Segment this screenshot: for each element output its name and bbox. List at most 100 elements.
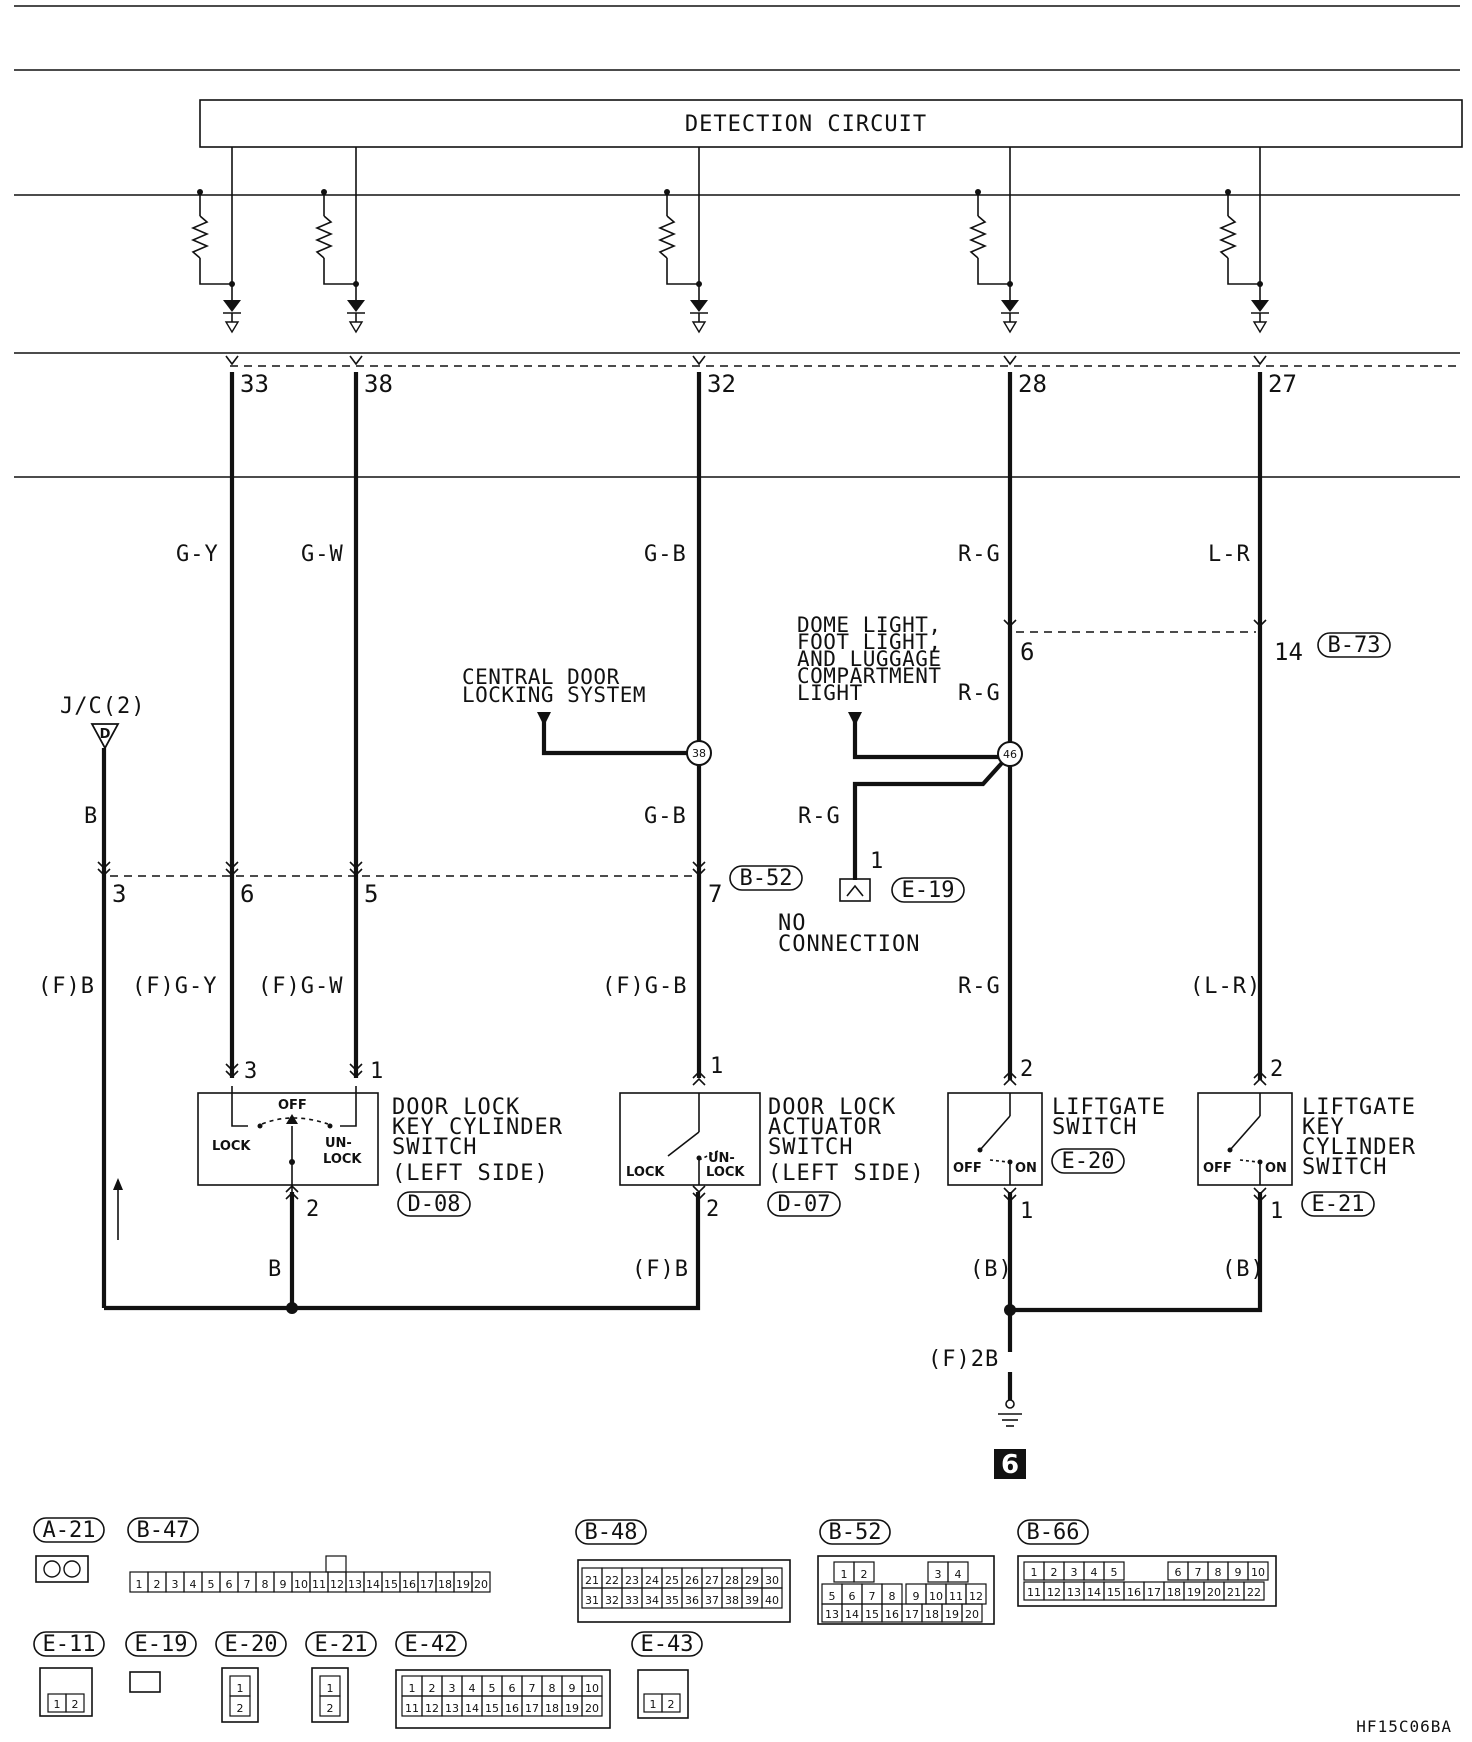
svg-text:13: 13 bbox=[1067, 1586, 1081, 1599]
terminal-arrow bbox=[692, 868, 706, 877]
svg-text:10: 10 bbox=[294, 1578, 308, 1591]
svg-text:28: 28 bbox=[725, 1574, 739, 1587]
svg-text:D-08: D-08 bbox=[408, 1192, 461, 1217]
ecu-input-circuit bbox=[190, 147, 241, 366]
svg-text:1: 1 bbox=[237, 1682, 244, 1695]
ground-6: 6 bbox=[994, 1399, 1026, 1480]
svg-text:12: 12 bbox=[969, 1590, 983, 1603]
wire-label-b-ground2: (B) bbox=[1222, 1257, 1265, 1282]
svg-text:LOCK: LOCK bbox=[626, 1165, 665, 1180]
direction-arrow bbox=[113, 1178, 123, 1240]
footer-code: HF15C06BA bbox=[1356, 1717, 1452, 1736]
svg-text:LOCK: LOCK bbox=[323, 1152, 362, 1167]
svg-text:4: 4 bbox=[469, 1682, 476, 1695]
svg-text:DOOR LOCK: DOOR LOCK bbox=[392, 1095, 520, 1120]
terminal-arrow bbox=[1253, 1070, 1267, 1079]
branch-arrows bbox=[537, 712, 862, 726]
wire-label-fgb: (F)G-B bbox=[602, 974, 687, 999]
svg-text:D-07: D-07 bbox=[778, 1192, 831, 1217]
svg-text:4: 4 bbox=[190, 1578, 197, 1591]
svg-text:27: 27 bbox=[705, 1574, 719, 1587]
svg-text:13: 13 bbox=[445, 1702, 459, 1715]
svg-text:LIGHT: LIGHT bbox=[797, 681, 863, 705]
splice-38-label: 38 bbox=[692, 747, 706, 760]
svg-text:2: 2 bbox=[327, 1702, 334, 1715]
terminal-arrow bbox=[225, 861, 239, 870]
wire-label-b-ground1: (B) bbox=[970, 1257, 1013, 1282]
svg-text:8: 8 bbox=[889, 1590, 896, 1603]
svg-text:12: 12 bbox=[330, 1578, 344, 1591]
svg-text:ACTUATOR: ACTUATOR bbox=[768, 1115, 882, 1140]
svg-text:20: 20 bbox=[965, 1608, 979, 1621]
svg-text:38: 38 bbox=[725, 1594, 739, 1607]
svg-text:5: 5 bbox=[364, 880, 378, 908]
terminal-arrow bbox=[225, 1063, 239, 1072]
svg-text:(LEFT SIDE): (LEFT SIDE) bbox=[768, 1161, 925, 1186]
svg-text:15: 15 bbox=[865, 1608, 879, 1621]
svg-text:2: 2 bbox=[72, 1698, 79, 1711]
ecu-pin-28: 28 bbox=[1018, 370, 1047, 398]
svg-text:6: 6 bbox=[240, 880, 254, 908]
ecu-input-circuits bbox=[190, 147, 1269, 366]
wire-label-fb-bottom: (F)B bbox=[632, 1257, 689, 1282]
svg-text:9: 9 bbox=[569, 1682, 576, 1695]
svg-text:OFF: OFF bbox=[278, 1098, 307, 1113]
main-wires bbox=[101, 372, 1263, 1400]
jc-label: J/C(2) bbox=[60, 694, 145, 719]
svg-text:6: 6 bbox=[1175, 1566, 1182, 1579]
svg-text:E-20: E-20 bbox=[1062, 1149, 1115, 1174]
svg-text:25: 25 bbox=[665, 1574, 679, 1587]
svg-text:7: 7 bbox=[1195, 1566, 1202, 1579]
svg-text:15: 15 bbox=[384, 1578, 398, 1591]
svg-text:LOCK: LOCK bbox=[706, 1165, 745, 1180]
svg-text:16: 16 bbox=[1127, 1586, 1141, 1599]
svg-text:19: 19 bbox=[456, 1578, 470, 1591]
ecu-pin-33: 33 bbox=[240, 370, 269, 398]
detection-circuit-box: DETECTION CIRCUIT bbox=[199, 99, 1463, 148]
svg-text:10: 10 bbox=[1251, 1566, 1265, 1579]
svg-text:1: 1 bbox=[409, 1682, 416, 1695]
svg-text:2: 2 bbox=[706, 1197, 719, 1222]
ecu-input-circuit bbox=[1218, 147, 1269, 366]
svg-text:8: 8 bbox=[549, 1682, 556, 1695]
wire-labels: G-Y G-W G-B R-G L-R B G-B R-G R-G (F)B (… bbox=[38, 542, 1265, 1372]
svg-text:DOOR LOCK: DOOR LOCK bbox=[768, 1095, 896, 1120]
terminal-arrow bbox=[692, 861, 706, 870]
svg-text:40: 40 bbox=[765, 1594, 779, 1607]
terminal-arrow bbox=[1003, 619, 1017, 628]
svg-text:14: 14 bbox=[366, 1578, 380, 1591]
ecu-input-circuit bbox=[657, 147, 708, 366]
svg-text:1: 1 bbox=[370, 1059, 383, 1084]
terminal-arrow bbox=[1003, 1070, 1017, 1079]
svg-text:UN-: UN- bbox=[708, 1151, 735, 1166]
terminal-arrows bbox=[97, 619, 1267, 1203]
svg-text:B-47: B-47 bbox=[137, 1518, 190, 1543]
liftgate-key-cylinder-switch: 2 OFF ON LIFTGATE KEY CYLINDER SWITCH E-… bbox=[1197, 1057, 1415, 1224]
splice-46-label: 46 bbox=[1003, 748, 1017, 761]
svg-text:1: 1 bbox=[710, 1054, 723, 1079]
svg-text:33: 33 bbox=[625, 1594, 639, 1607]
svg-text:1: 1 bbox=[650, 1698, 657, 1711]
svg-text:3: 3 bbox=[935, 1568, 942, 1581]
terminal-arrow bbox=[692, 1192, 706, 1201]
svg-text:21: 21 bbox=[585, 1574, 599, 1587]
terminal-arrow bbox=[692, 1077, 706, 1086]
svg-text:29: 29 bbox=[745, 1574, 759, 1587]
svg-text:FOOT LIGHT,: FOOT LIGHT, bbox=[797, 630, 942, 654]
svg-text:22: 22 bbox=[1247, 1586, 1261, 1599]
door-lock-key-cylinder-switch: 3 1 OFF LOCK UN- LOCK DOOR LOCK KEY CYLI… bbox=[197, 1059, 562, 1222]
door-lock-actuator-switch: 1 LOCK UN- LOCK DOOR LOCK ACTUATOR SWITC… bbox=[619, 1054, 925, 1222]
wire-label-gw: G-W bbox=[301, 542, 344, 567]
terminal-arrow bbox=[692, 1185, 706, 1194]
wire-label-fgy: (F)G-Y bbox=[132, 974, 217, 999]
svg-text:SWITCH: SWITCH bbox=[1052, 1115, 1137, 1140]
svg-text:1: 1 bbox=[54, 1698, 61, 1711]
terminal-arrow bbox=[349, 861, 363, 870]
wire-label-lr-top: L-R bbox=[1208, 542, 1251, 567]
svg-text:3: 3 bbox=[172, 1578, 179, 1591]
central-door-locking-label: CENTRAL DOOR LOCKING SYSTEM bbox=[462, 665, 646, 707]
svg-text:34: 34 bbox=[645, 1594, 659, 1607]
svg-text:18: 18 bbox=[925, 1608, 939, 1621]
svg-text:9: 9 bbox=[1235, 1566, 1242, 1579]
